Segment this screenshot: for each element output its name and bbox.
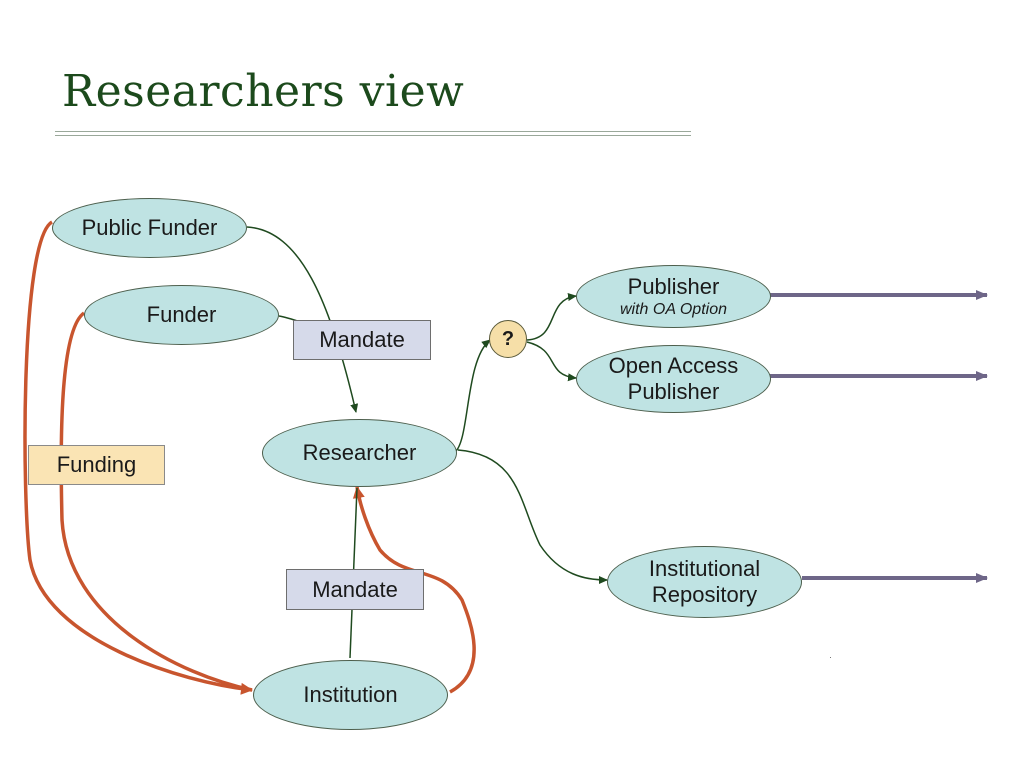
funding-text: Funding xyxy=(56,452,137,477)
publisher-node: Publisher with OA Option xyxy=(576,265,771,328)
researcher-label: Researcher xyxy=(302,439,417,465)
publisher-label: Publisher xyxy=(627,273,720,299)
institution-node: Institution xyxy=(253,660,448,730)
funding-label: Funding xyxy=(28,445,165,485)
researcher-node: Researcher xyxy=(262,419,457,487)
researcher-to-question-link xyxy=(454,339,491,453)
slide-title: Researchers view xyxy=(62,66,465,117)
mandate-link-public-funder xyxy=(246,226,359,413)
question-node: ? xyxy=(489,320,527,358)
question-to-oa-publisher-link xyxy=(526,341,577,382)
oa-publisher-node: Open Access Publisher xyxy=(576,345,771,413)
researcher-to-repository-link xyxy=(457,449,608,584)
funding-flow-public-funder xyxy=(23,220,253,695)
oa-publisher-label-line1: Open Access xyxy=(608,352,739,378)
repository-node: Institutional Repository xyxy=(607,546,802,618)
publisher-sublabel: with OA Option xyxy=(619,301,727,319)
funder-node: Funder xyxy=(84,285,279,345)
funder-label: Funder xyxy=(146,301,217,327)
mandate-label-top: Mandate xyxy=(293,320,431,360)
repository-label-line2: Repository xyxy=(651,582,758,607)
title-divider xyxy=(55,131,691,136)
funding-flow-institution-to-researcher xyxy=(352,486,476,694)
public-funder-node: Public Funder xyxy=(52,198,247,258)
mandate-top-text: Mandate xyxy=(319,327,405,352)
repository-label-line1: Institutional xyxy=(648,555,761,581)
question-to-publisher-link xyxy=(526,293,577,341)
mandate-label-bottom: Mandate xyxy=(286,569,424,610)
mandate-bottom-text: Mandate xyxy=(312,576,398,602)
funding-flow-funder xyxy=(59,311,253,692)
oa-publisher-label-line2: Publisher xyxy=(627,379,720,404)
institution-label: Institution xyxy=(303,681,398,707)
question-mark: ? xyxy=(501,327,515,350)
stray-dot xyxy=(830,657,831,658)
public-funder-label: Public Funder xyxy=(81,214,218,240)
